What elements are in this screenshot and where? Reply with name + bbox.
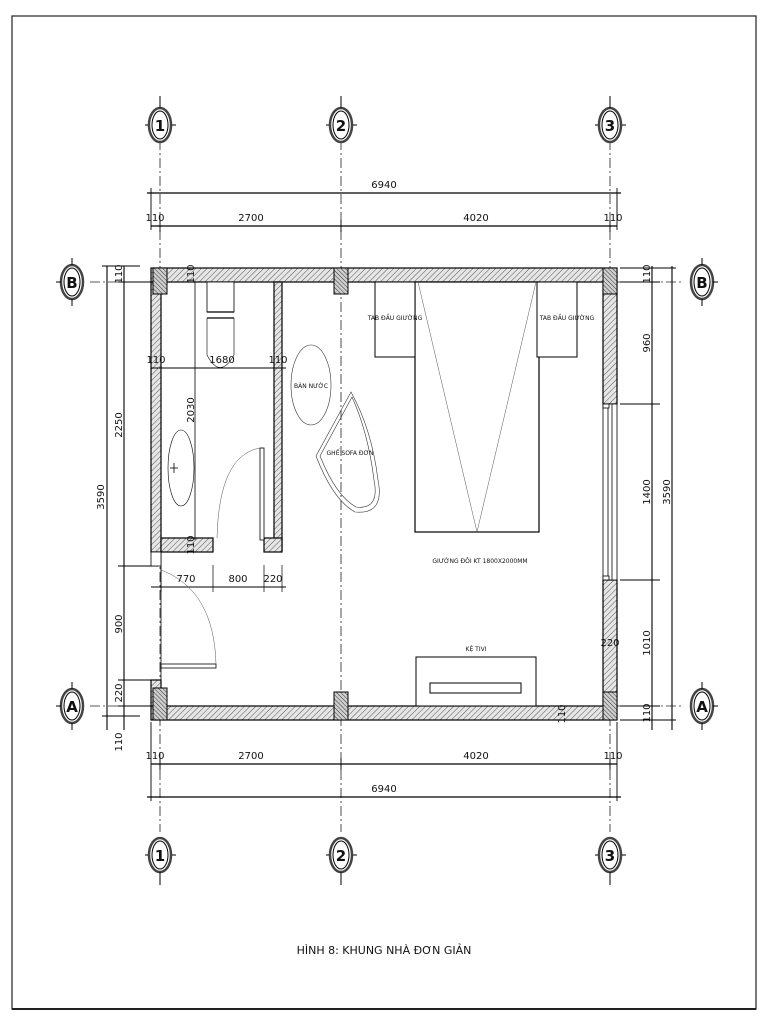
columns <box>152 267 618 721</box>
entrance-door-icon <box>150 551 217 680</box>
dim-bath-wall-right: 110 <box>268 355 287 366</box>
axis-label: A <box>696 698 708 716</box>
dim-bath-door-left: 770 <box>176 574 195 585</box>
axis-bubble-2-bottom: 2 <box>326 836 357 885</box>
dim-top-bay-2-3: 4020 <box>463 213 488 224</box>
window-right <box>602 403 618 581</box>
label-nightstand-right: TAB ĐẦU GIƯỜNG <box>539 314 595 322</box>
dim-bottom-overall: 6940 <box>371 784 396 795</box>
axis-bubble-a-left: A <box>56 682 85 730</box>
grid-lines <box>90 140 682 832</box>
tv-shelf <box>415 656 537 707</box>
dim-bath-door-width: 800 <box>228 574 247 585</box>
axis-label: B <box>66 274 77 292</box>
axis-label: 1 <box>155 847 165 865</box>
dim-bath-door-right: 220 <box>263 574 282 585</box>
dim-bottom-right-wall: 110 <box>603 751 622 762</box>
label-sofa: GHẾ SOFA ĐƠN <box>327 449 374 457</box>
axis-label: 2 <box>336 117 346 135</box>
dim-left-bottom-wall: 110 <box>114 732 125 751</box>
water-table <box>290 344 332 426</box>
dim-left-lower: 220 <box>114 683 125 702</box>
nightstand-right <box>536 281 578 358</box>
axis-bubble-b-left: B <box>56 258 85 306</box>
dim-right-overall: 3590 <box>662 479 673 504</box>
dimensions-right <box>620 266 676 730</box>
label-water-table: BÀN NƯỚC <box>294 383 328 390</box>
bed <box>414 281 540 533</box>
axis-label: A <box>66 698 78 716</box>
sofa-chair <box>315 391 380 513</box>
dim-left-middle: 900 <box>114 614 125 633</box>
dim-bath-width: 1680 <box>209 355 234 366</box>
drawing-caption: HÌNH 8: KHUNG NHÀ ĐƠN GIẢN <box>297 943 472 957</box>
axis-bubble-1-top: 1 <box>145 96 176 144</box>
dim-top-right-wall: 110 <box>603 213 622 224</box>
dim-right-window: 1400 <box>642 479 653 504</box>
dim-right-bottom-wall: 110 <box>642 703 653 722</box>
dim-top-bay-1-2: 2700 <box>238 213 263 224</box>
axis-bubble-3-bottom: 3 <box>595 836 626 885</box>
axis-label: 2 <box>336 847 346 865</box>
dim-left-overall: 3590 <box>96 484 107 509</box>
axis-bubble-3-top: 3 <box>595 96 626 144</box>
axis-label: 3 <box>605 117 615 135</box>
nightstand-left <box>374 281 416 358</box>
dim-top-left-wall: 110 <box>145 213 164 224</box>
label-nightstand-left: TAB ĐẦU GIƯỜNG <box>367 314 423 322</box>
axis-bubble-1-bottom: 1 <box>145 836 176 885</box>
dim-bath-wall-bottom: 110 <box>186 535 197 554</box>
label-bed: GIƯỜNG ĐÔI KT 1800X2000MM <box>432 558 527 565</box>
axis-bubble-b-right: B <box>689 258 718 306</box>
floor-drain-icon <box>167 429 195 507</box>
dimensions-bottom <box>147 722 621 801</box>
dim-tv-wall: 110 <box>557 704 568 723</box>
dim-right-upper: 960 <box>642 333 653 352</box>
dim-bottom-bay-1-2: 2700 <box>238 751 263 762</box>
dim-bottom-bay-2-3: 4020 <box>463 751 488 762</box>
dim-bath-wall-left: 110 <box>146 355 165 366</box>
axis-bubble-a-right: A <box>689 682 718 730</box>
dim-right-pier: 220 <box>600 638 619 649</box>
dim-bath-depth: 2030 <box>186 397 197 422</box>
dimensions-top <box>147 188 621 232</box>
bathroom <box>151 281 286 592</box>
dim-left-top-wall: 110 <box>114 264 125 283</box>
dim-top-overall: 6940 <box>371 180 396 191</box>
dim-right-lower: 1010 <box>642 630 653 655</box>
axis-label: B <box>696 274 707 292</box>
sheet-frame <box>11 15 757 1010</box>
axis-label: 1 <box>155 117 165 135</box>
dim-bottom-left-wall: 110 <box>145 751 164 762</box>
dim-right-top-wall: 110 <box>642 264 653 283</box>
axis-bubble-2-top: 2 <box>326 96 357 144</box>
label-tv-shelf: KỆ TIVI <box>466 645 487 653</box>
bathroom-door-icon <box>216 447 265 541</box>
toilet-icon <box>206 281 235 368</box>
axis-label: 3 <box>605 847 615 865</box>
dim-left-upper: 2250 <box>114 412 125 437</box>
dim-bath-wall-top: 110 <box>186 264 197 283</box>
